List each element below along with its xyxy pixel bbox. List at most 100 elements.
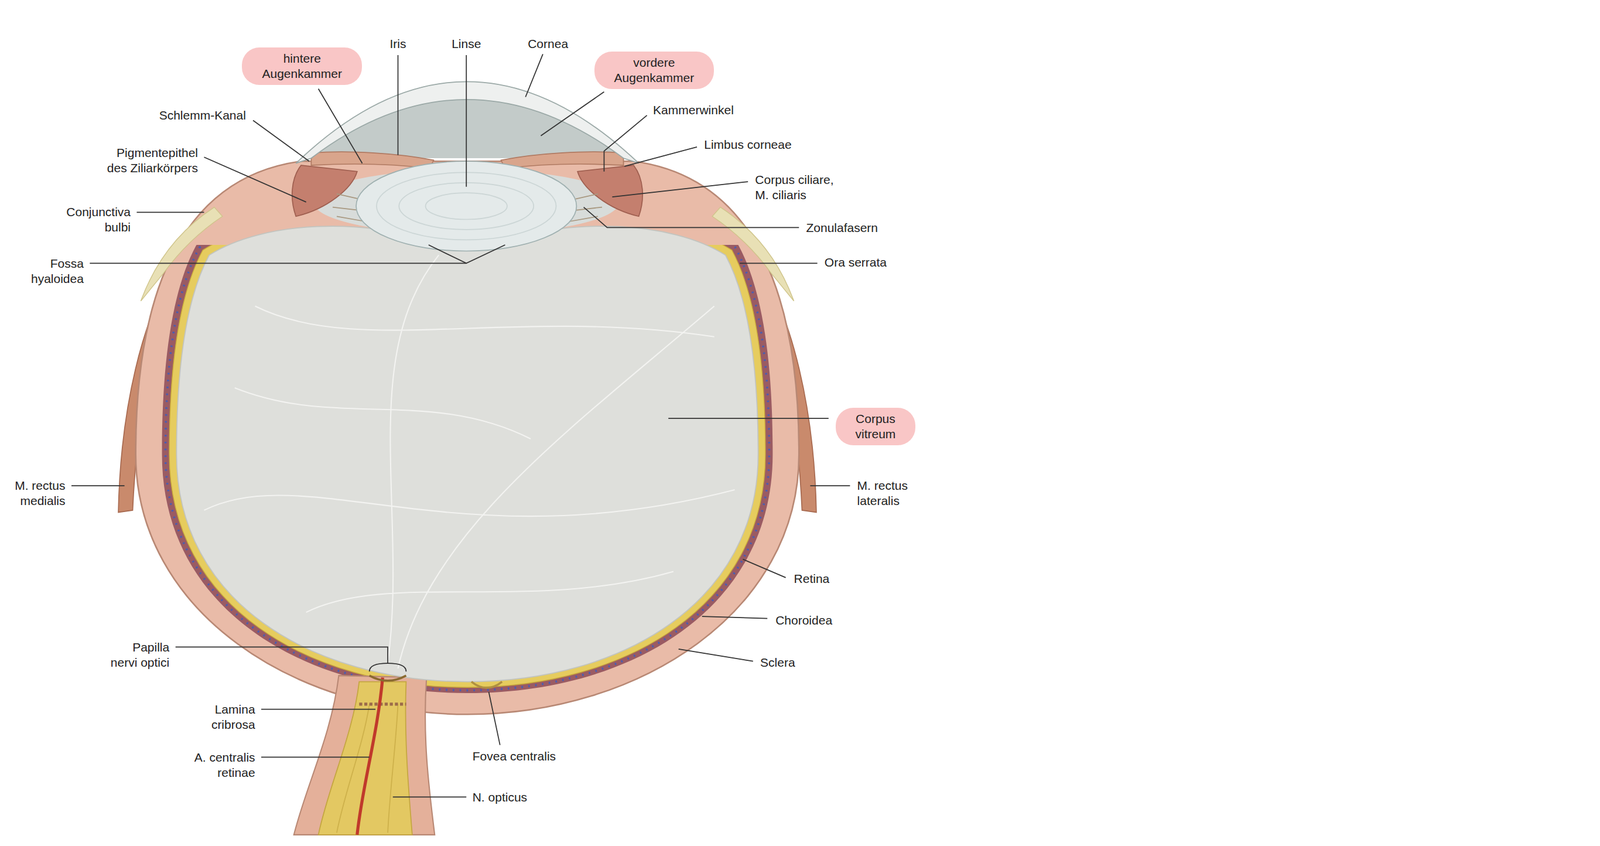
part-label: Limbus corneae [703, 137, 792, 153]
leader-line [318, 89, 363, 164]
part-label: Cornea [527, 36, 569, 52]
text-line: Iris [390, 36, 407, 52]
text-line: Cornea [527, 36, 569, 52]
part-label: Ora serrata [824, 254, 887, 270]
part-label: Fovea centralis [472, 748, 556, 764]
conjunctiva [712, 207, 794, 302]
part-label: Schlemm-Kanal [159, 107, 246, 123]
text-line: des Ziliarkörpers [107, 160, 198, 176]
leader-line [668, 417, 829, 419]
text-line: vordere [614, 55, 695, 71]
text-line: hyaloidea [31, 271, 84, 287]
optic-disc [369, 675, 407, 681]
part-label: M. rectus lateralis [857, 477, 908, 509]
part-label: Iris [390, 36, 407, 52]
optic-nerve [318, 681, 413, 835]
text-line: hintere [261, 50, 343, 67]
highlight-box: hintere Augenkammer [241, 47, 362, 85]
text-line: Kammerwinkel [653, 102, 734, 118]
text-line: M. rectus [857, 477, 908, 494]
leader-line [465, 55, 467, 187]
leader-line [809, 484, 850, 487]
central-retinal-artery [357, 677, 384, 835]
text-line: Retina [794, 571, 830, 587]
part-label: Fossa hyaloidea [31, 255, 84, 287]
node-label: vordere Augenkammer [614, 55, 695, 86]
bracket [369, 662, 407, 672]
leader-line [261, 708, 376, 710]
fovea [471, 681, 502, 688]
leader-line [678, 648, 754, 662]
part-label: Pigmentepithel des Ziliarkörpers [107, 145, 198, 176]
leader-line [540, 91, 604, 136]
text-line: Corpus ciliare, [754, 172, 834, 188]
text-line: A. centralis [194, 749, 256, 765]
text-line: Pigmentepithel [107, 145, 198, 161]
text-line: nervi optici [110, 654, 170, 670]
text-line: cribrosa [211, 716, 256, 733]
text-line: Lamina [211, 701, 256, 717]
iris [500, 151, 624, 169]
leader-line [203, 156, 306, 203]
part-label: Corpus ciliare, M. ciliaris [754, 172, 834, 203]
part-label: Linse [451, 36, 481, 52]
lens-layer [398, 182, 534, 230]
part-label: M. rectus medialis [14, 477, 66, 509]
leader-line [612, 181, 748, 197]
text-line: Papilla [110, 639, 170, 655]
leader-line [583, 207, 800, 228]
text-line: N. opticus [472, 789, 528, 805]
conjunctiva [140, 207, 222, 302]
text-line: bulbi [66, 219, 131, 235]
vitreous-body [176, 226, 758, 682]
text-line: medialis [14, 493, 66, 509]
leader-line [71, 484, 125, 487]
part-label: Kammerwinkel [653, 102, 734, 118]
retina [169, 244, 766, 687]
text-line: Zonulafasern [805, 220, 878, 236]
bracket [428, 244, 506, 263]
text-line: Ora serrata [824, 254, 887, 270]
highlight-box: vordere Augenkammer [594, 51, 715, 90]
lamina-cribrosa [359, 702, 406, 706]
text-line: Sclera [760, 654, 796, 670]
leader-line [136, 211, 204, 213]
leader-line [702, 616, 768, 618]
part-label: Sclera [760, 654, 796, 670]
leader-lines [71, 53, 850, 797]
text-line: vitreum [855, 426, 897, 442]
text-line: Augenkammer [261, 66, 343, 82]
text-line: retinae [194, 764, 256, 781]
leader-line [624, 146, 697, 167]
text-line: Augenkammer [614, 70, 695, 86]
leader-line [603, 115, 647, 172]
leader-line [525, 53, 543, 97]
cornea [295, 81, 639, 163]
choroid [162, 244, 774, 693]
leader-line [261, 756, 370, 758]
text-line: M. rectus [14, 477, 66, 494]
text-line: Choroidea [775, 612, 833, 628]
optic-nerve-sheath [293, 675, 435, 835]
node-label: Corpus vitreum [855, 411, 897, 442]
part-label: Papilla nervi optici [110, 639, 170, 670]
part-label: Retina [794, 571, 830, 587]
part-label: Choroidea [775, 612, 833, 628]
text-line: Fovea centralis [472, 748, 556, 764]
text-line: Corpus [855, 411, 897, 427]
vitreous-fibres [203, 254, 735, 668]
node-label: hintere Augenkammer [261, 50, 343, 82]
leader-line [392, 796, 467, 798]
highlight-box: Corpus vitreum [835, 407, 916, 446]
text-line: Schlemm-Kanal [159, 107, 246, 123]
text-line: Fossa [31, 255, 84, 272]
text-line: Linse [451, 36, 481, 52]
leader-line [742, 559, 786, 578]
part-label: Conjunctiva bulbi [66, 204, 131, 235]
part-label: A. centralis retinae [194, 749, 256, 781]
leader-line [397, 55, 399, 156]
leader-line [175, 646, 388, 663]
choroid-vessels [165, 244, 770, 690]
leader-line [739, 262, 817, 265]
